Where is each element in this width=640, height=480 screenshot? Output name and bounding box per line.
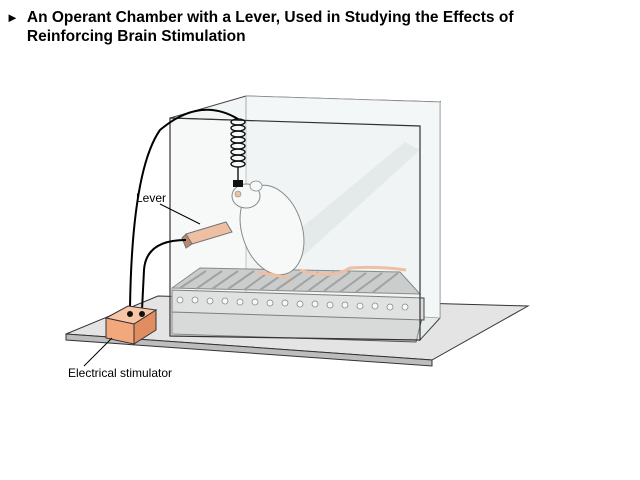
head-connector xyxy=(233,180,243,187)
coiled-tether xyxy=(230,118,246,182)
lever-label: Lever xyxy=(136,191,166,205)
title-line-1: An Operant Chamber with a Lever, Used in… xyxy=(26,9,514,26)
stimulator-label: Electrical stimulator xyxy=(68,366,172,380)
title-line-2: Reinforcing Brain Stimulation xyxy=(26,28,246,45)
wire-lever xyxy=(141,239,187,311)
rail-pegs xyxy=(176,296,409,311)
electrical-stimulator xyxy=(104,305,158,345)
title-bullet-icon: ► xyxy=(6,10,19,25)
title-text: An Operant Chamber with a Lever, Used in… xyxy=(27,8,514,46)
lever-leader-line xyxy=(159,203,201,225)
rat xyxy=(231,180,407,280)
figure-title: ► An Operant Chamber with a Lever, Used … xyxy=(6,8,626,46)
base-platform-edge xyxy=(65,333,433,367)
chamber-front-glass xyxy=(169,117,421,341)
stimulator-leader-line xyxy=(83,337,113,367)
lever xyxy=(181,221,233,249)
wire-tether xyxy=(129,108,239,309)
